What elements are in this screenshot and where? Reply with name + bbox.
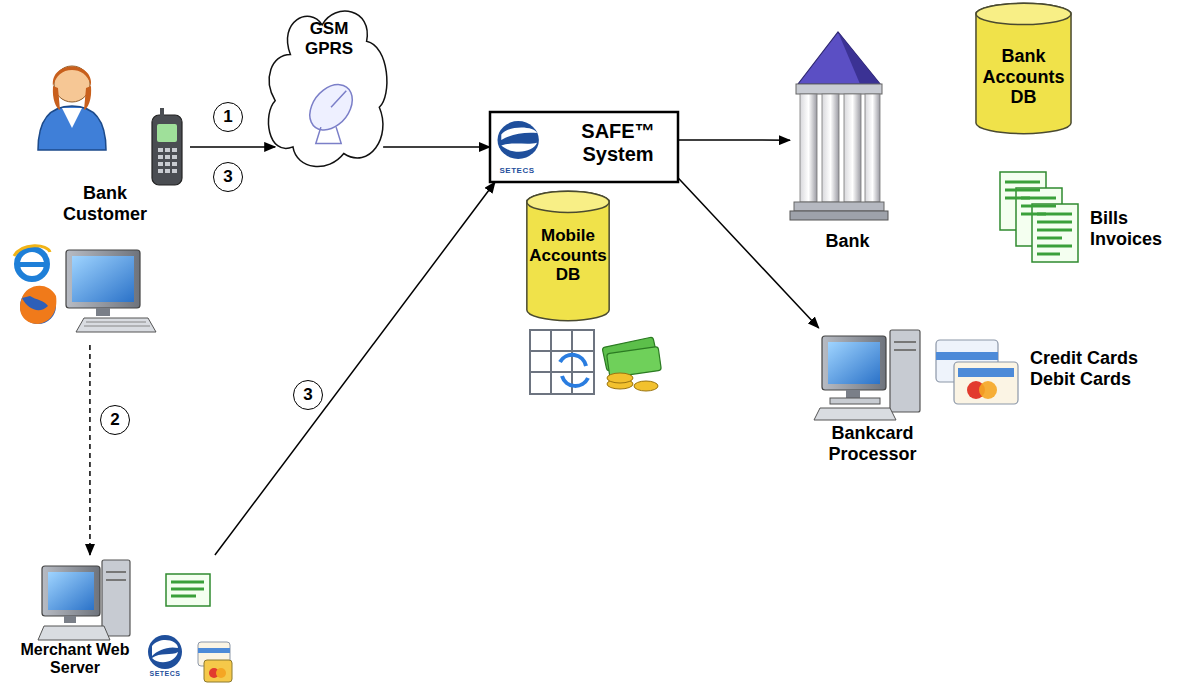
node-label: Bankcard Processor xyxy=(810,423,935,464)
logo-text: SETECS xyxy=(492,166,542,175)
desktop-computer-icon xyxy=(66,250,156,332)
processor-computer-icon xyxy=(814,330,920,420)
mobile-phone-icon xyxy=(152,108,182,185)
server-node: Merchant Web Server xyxy=(20,555,240,684)
flow-arrow xyxy=(678,178,819,328)
network-cloud: GSM GPRS xyxy=(265,5,392,170)
processor-node: Bankcard Processor xyxy=(810,325,935,475)
actor-node: Bank Customer xyxy=(10,60,190,345)
browser-icons xyxy=(14,246,56,324)
database-cylinder: Mobile Accounts DB xyxy=(526,190,610,322)
callout-number: 1 xyxy=(213,102,243,132)
callout-number: 3 xyxy=(293,380,323,410)
icon-caption: Bills Invoices xyxy=(1090,208,1176,249)
flow-arrow xyxy=(190,146,275,148)
node-label: Mobile Accounts DB xyxy=(527,226,609,285)
flow-arrow xyxy=(215,182,495,555)
flow-arrow xyxy=(383,146,490,148)
node-label: Bank Customer xyxy=(45,183,165,224)
icon-caption: Credit Cards Debit Cards xyxy=(1030,348,1162,389)
bank-node: Bank xyxy=(790,25,905,260)
flow-arrow xyxy=(89,345,91,555)
node-label: Bank xyxy=(790,231,905,252)
callout-number: 3 xyxy=(213,162,243,192)
node-label: Merchant Web Server xyxy=(20,641,130,678)
credit-cards-icon xyxy=(936,340,1018,404)
database-cylinder: Bank Accounts DB xyxy=(975,2,1072,135)
callout-number: 2 xyxy=(100,405,130,435)
node-label: GSM GPRS xyxy=(293,19,365,58)
logo-text: SETECS xyxy=(144,670,186,678)
person-icon xyxy=(38,66,106,150)
table-money-icon xyxy=(530,330,661,394)
bills-invoices-icon xyxy=(1000,172,1078,262)
node-label: SAFE™ System xyxy=(562,120,674,166)
bank-building-icon xyxy=(790,32,888,220)
flow-arrow xyxy=(678,139,790,141)
node-label: Bank Accounts DB xyxy=(978,46,1069,108)
